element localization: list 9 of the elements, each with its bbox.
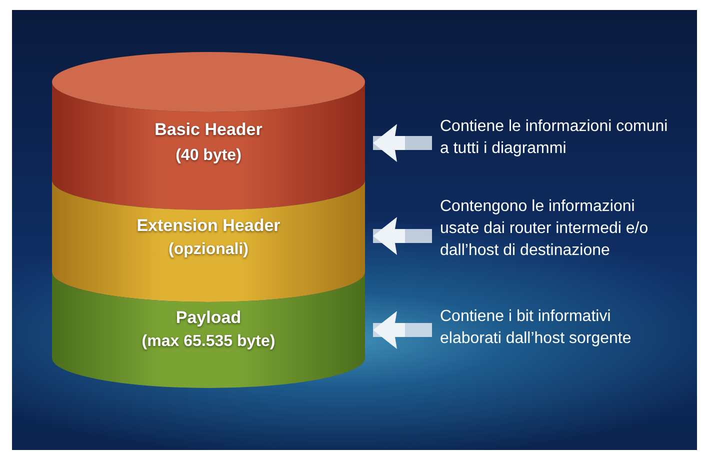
band-title: Payload — [174, 307, 242, 329]
band-subtitle: (40 byte) — [174, 146, 242, 166]
band-subtitle: (opzionali) — [168, 240, 250, 260]
annotation-text: Contiene le informazioni comuni a tutti i diagrammi — [440, 117, 668, 159]
annotation-text: Contengono le informazioni usate dai router intermedi e/o dall’host di destinazione — [440, 197, 650, 261]
band-title: Basic Header — [154, 119, 264, 141]
band-subtitle: (max 65.535 byte) — [140, 332, 276, 352]
annotation-text: Contiene i bit informativi elaborati dall’host sorgente — [440, 307, 632, 349]
band-title: Extension Header — [136, 215, 282, 237]
